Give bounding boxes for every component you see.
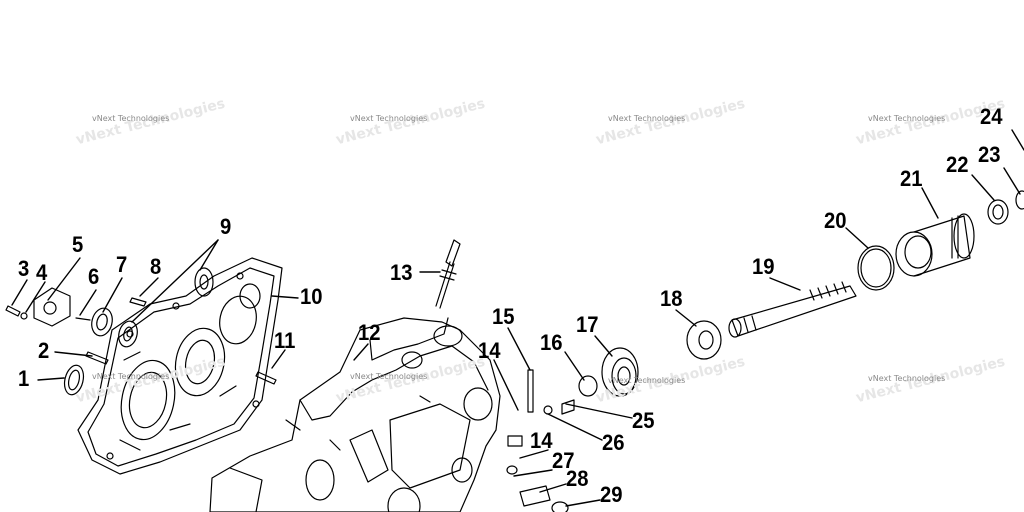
side-cover-assembly	[77, 257, 283, 475]
callout-20: 20	[824, 208, 847, 233]
callout-13: 13	[390, 260, 413, 285]
parts-23-24	[1015, 190, 1024, 210]
pin-15	[527, 369, 534, 413]
callout-29: 29	[600, 482, 623, 507]
parts-16-17	[543, 347, 639, 415]
small-parts-left	[5, 267, 277, 396]
callout-12: 12	[358, 320, 381, 345]
leader-lines	[11, 129, 1024, 507]
callout-26: 26	[602, 430, 625, 455]
callout-10: 10	[300, 284, 323, 309]
o-ring-20	[857, 245, 895, 291]
callout-28: 28	[566, 466, 589, 491]
watermark: vNext Technologies	[350, 372, 428, 381]
callout-7: 7	[116, 252, 128, 277]
shaft-19	[728, 281, 857, 338]
callout-2: 2	[38, 338, 50, 363]
callout-18: 18	[660, 286, 683, 311]
watermark: vNext Technologies	[608, 114, 686, 123]
callout-6: 6	[88, 264, 100, 289]
callout-5: 5	[72, 232, 84, 257]
callout-14a: 14	[478, 338, 501, 363]
callout-27: 27	[552, 448, 575, 473]
callout-23: 23	[978, 142, 1001, 167]
washer-18	[686, 320, 722, 360]
callout-21: 21	[900, 166, 923, 191]
callout-4: 4	[36, 260, 48, 285]
callout-1: 1	[18, 366, 30, 391]
callout-3: 3	[18, 256, 30, 281]
callout-15: 15	[492, 304, 515, 329]
callout-17: 17	[576, 312, 599, 337]
watermark: vNext Technologies	[868, 374, 946, 383]
bolt-13	[435, 239, 461, 309]
callout-25: 25	[632, 408, 655, 433]
callout-11: 11	[274, 328, 296, 353]
watermark: vNext Technologies	[92, 114, 170, 123]
callout-8: 8	[150, 254, 162, 279]
callout-22: 22	[946, 152, 969, 177]
watermark: vNext Technologies	[350, 114, 428, 123]
callout-19: 19	[752, 254, 775, 279]
bushings-27-29	[506, 465, 569, 512]
callout-24: 24	[980, 104, 1003, 129]
callout-14b: 14	[530, 428, 553, 453]
center-housing	[209, 317, 523, 512]
washer-22	[987, 199, 1009, 225]
watermark: vNext Technologies	[92, 372, 170, 381]
watermark: vNext Technologies	[608, 376, 686, 385]
callout-16: 16	[540, 330, 563, 355]
clutch-21	[895, 213, 975, 277]
watermark: vNext Technologies	[868, 114, 946, 123]
callout-9: 9	[220, 214, 232, 239]
